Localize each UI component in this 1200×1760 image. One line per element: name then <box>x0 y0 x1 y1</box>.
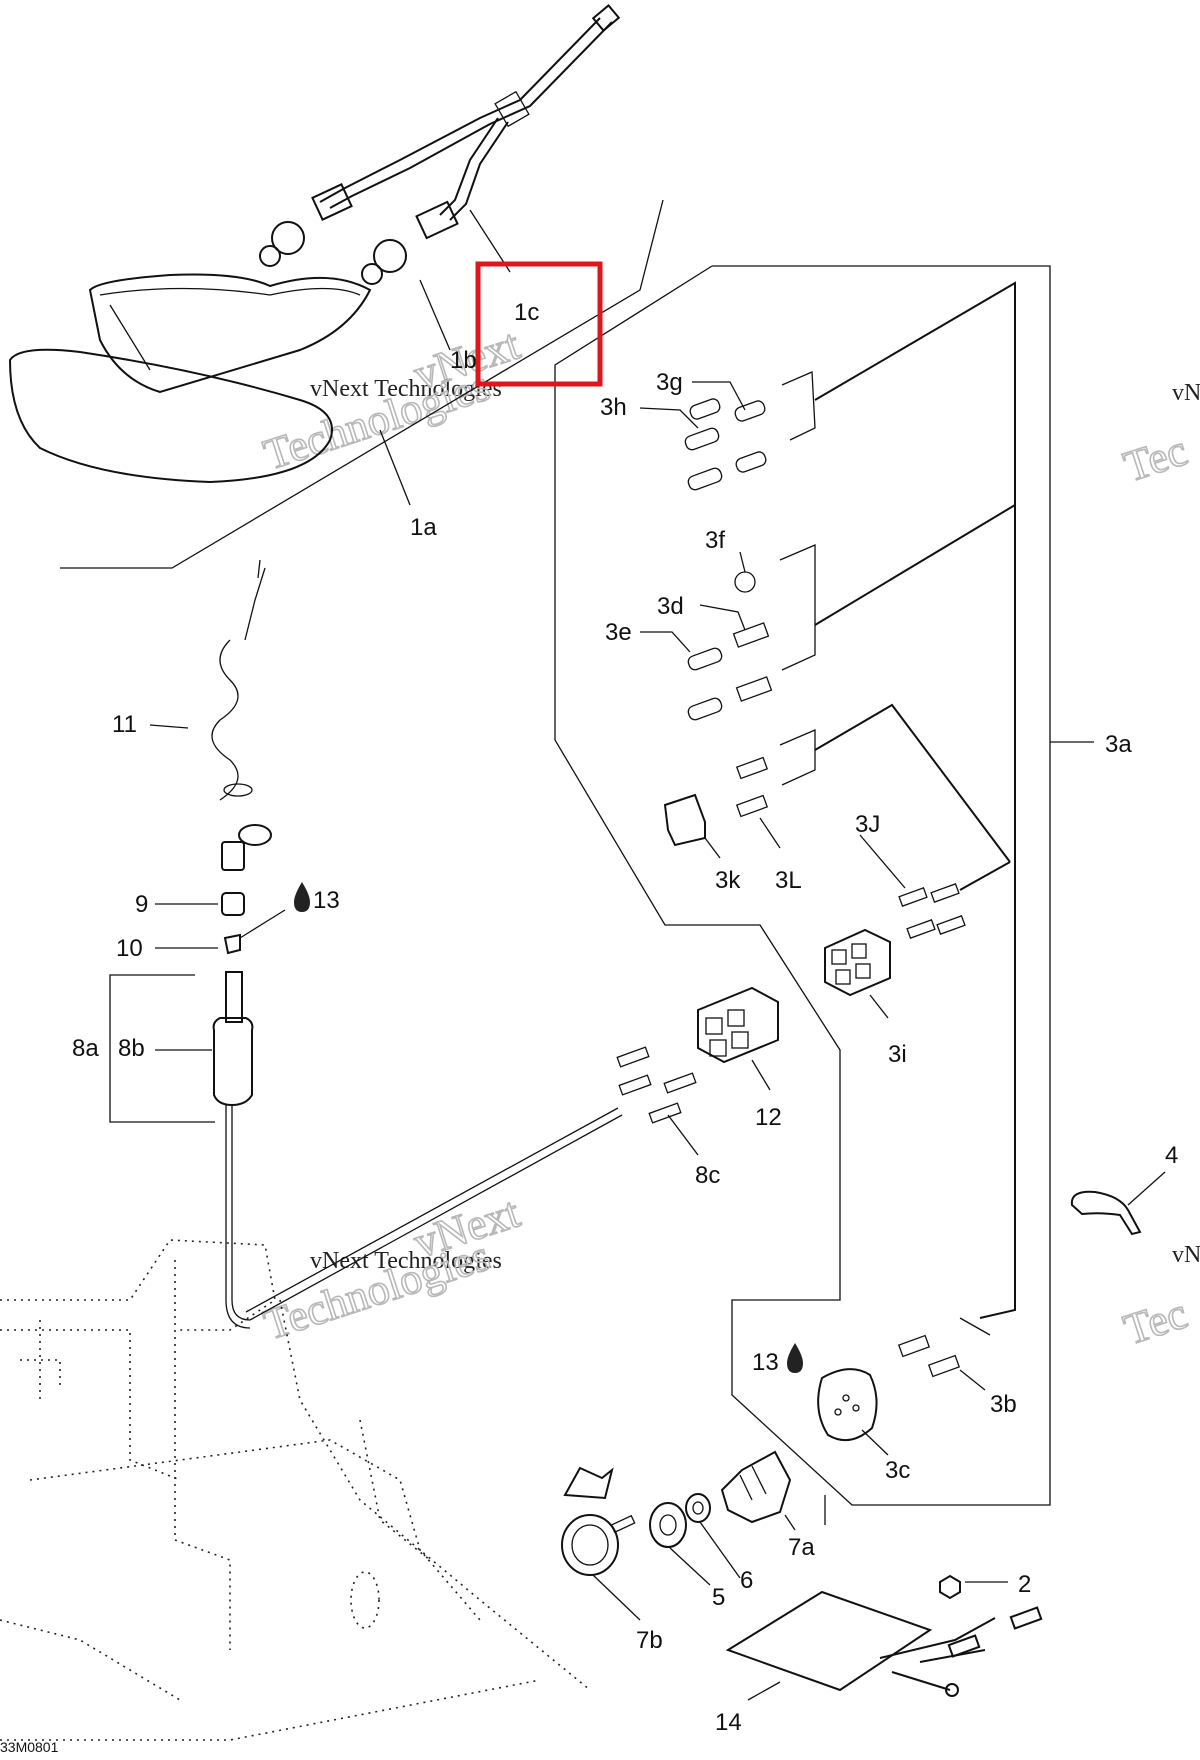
callout-3c[interactable]: 3c <box>885 1457 910 1484</box>
callout-8b[interactable]: 8b <box>118 1035 145 1062</box>
callout-3g[interactable]: 3g <box>656 369 683 396</box>
accessory-plate-14 <box>725 1590 1043 1697</box>
callout-9[interactable]: 9 <box>135 891 148 918</box>
highlight-box-1c <box>475 261 603 387</box>
figure-code: 33M0801 <box>0 1739 59 1755</box>
watermark-edge-top: vN <box>1172 380 1200 406</box>
connector-group-3J <box>898 883 966 939</box>
callout-10[interactable]: 10 <box>116 935 143 962</box>
callout-3b[interactable]: 3b <box>990 1391 1017 1418</box>
callout-3L[interactable]: 3L <box>775 867 802 894</box>
headlight-bulbs <box>259 221 407 285</box>
harness-outline <box>554 265 1094 1506</box>
callout-13-bottom[interactable]: 13 <box>752 1349 779 1376</box>
callout-1a[interactable]: 1a <box>410 514 437 541</box>
watermark-middle: vNext Technologies vNext Technologies <box>257 1187 526 1350</box>
tie-strap-4 <box>1070 1190 1142 1236</box>
callout-7b[interactable]: 7b <box>636 1627 663 1654</box>
callout-3h[interactable]: 3h <box>600 394 627 421</box>
leader-lines <box>149 381 1166 1701</box>
bezel-5 <box>649 1502 687 1548</box>
watermark-edge-mid: vN <box>1172 1242 1200 1268</box>
cap-9 <box>221 892 245 916</box>
ignition-switch-7a <box>720 1450 792 1524</box>
connector-group-3k-3L <box>663 729 816 847</box>
watermark-edge-big-mid: Tec <box>1118 1288 1193 1354</box>
callout-11[interactable]: 11 <box>112 711 137 738</box>
callout-3k[interactable]: 3k <box>715 867 741 894</box>
ignition-key-7b <box>561 1466 636 1576</box>
callout-labels: 1c 1b 1a 3g 3h 3f 3d 3e 3a 3J 3k 3L 3i 1… <box>0 299 1178 1755</box>
terminals-3b <box>897 1317 991 1378</box>
callout-12[interactable]: 12 <box>755 1104 782 1131</box>
nut-10 <box>223 933 241 955</box>
headlight-lens <box>8 348 333 484</box>
callout-1c[interactable]: 1c <box>514 299 539 326</box>
callout-4[interactable]: 4 <box>1165 1142 1178 1169</box>
hood-outline <box>60 199 664 569</box>
tether-switch-8b <box>212 971 254 1329</box>
harness-wires <box>814 281 1016 1319</box>
callout-6[interactable]: 6 <box>740 1567 753 1594</box>
headlight-harness <box>311 4 621 240</box>
nut-6 <box>685 1493 711 1523</box>
frame-outline-dotted <box>0 1239 591 1741</box>
callout-3J[interactable]: 3J <box>855 811 880 838</box>
callout-3a[interactable]: 3a <box>1105 731 1132 758</box>
callout-3f[interactable]: 3f <box>705 527 725 554</box>
watermark-inline-top: vNext Technologies <box>310 376 502 402</box>
bracket-8a <box>109 974 215 1123</box>
connector-group-3d-3f <box>687 544 816 721</box>
switch-cover-3c <box>817 1368 878 1442</box>
callout-2[interactable]: 2 <box>1018 1571 1031 1598</box>
watermark-edge: vN Tec vN Tec <box>1117 380 1200 1355</box>
callout-5[interactable]: 5 <box>712 1584 725 1611</box>
callout-3e[interactable]: 3e <box>605 619 632 646</box>
callout-1b[interactable]: 1b <box>450 347 477 374</box>
connector-3i <box>824 928 891 997</box>
callout-7a[interactable]: 7a <box>788 1534 815 1561</box>
connector-12 <box>697 986 779 1064</box>
connector-group-3g-3h <box>684 371 816 491</box>
grease-drop-icon <box>294 882 310 912</box>
callout-8c[interactable]: 8c <box>695 1162 720 1189</box>
callout-14[interactable]: 14 <box>715 1709 742 1736</box>
callout-8a[interactable]: 8a <box>72 1035 99 1062</box>
nut-2 <box>939 1574 961 1600</box>
terminals-8c <box>245 1046 697 1321</box>
callout-3d[interactable]: 3d <box>657 593 684 620</box>
callout-13-top[interactable]: 13 <box>313 887 340 914</box>
headlight-housing <box>88 273 372 394</box>
tether-cord <box>211 567 272 871</box>
grease-drop-icon-2 <box>787 1343 803 1373</box>
watermark-edge-big-top: Tec <box>1118 425 1193 491</box>
callout-3i[interactable]: 3i <box>888 1041 907 1068</box>
